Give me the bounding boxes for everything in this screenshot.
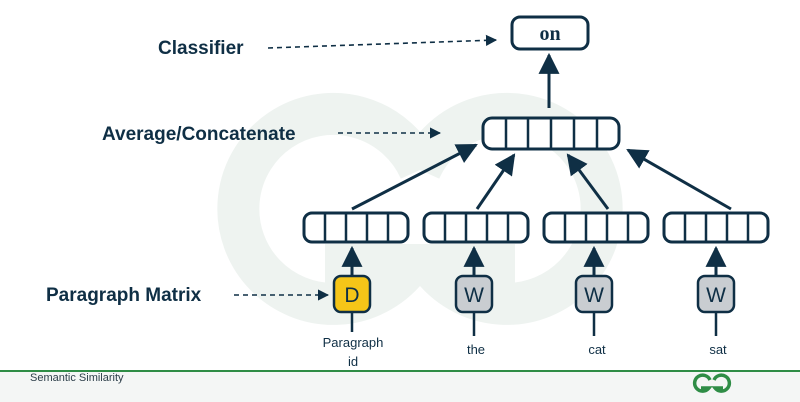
input-caption-sat: sat	[709, 342, 727, 357]
paragraph-vector	[302, 211, 410, 244]
footer-caption: Semantic Similarity	[30, 372, 124, 384]
input-caption-cat: cat	[588, 342, 606, 357]
input-caption-paragraph-line1: Paragraph	[323, 335, 384, 350]
output-word-text: on	[539, 23, 560, 45]
paragraph-matrix-label: Paragraph Matrix	[46, 285, 202, 306]
vector3-to-combined-arrow	[566, 153, 610, 210]
vector1-to-combined-arrow	[351, 143, 478, 211]
paragraph-token-letter: D	[344, 284, 359, 307]
average-concatenate-label: Average/Concatenate	[102, 124, 296, 145]
combined-vector	[481, 116, 621, 151]
word-vector-the	[422, 211, 530, 244]
output-word-box	[510, 15, 590, 51]
word-token-letter-the: W	[464, 284, 484, 307]
classifier-label: Classifier	[158, 38, 244, 59]
word-vector-sat	[662, 211, 770, 244]
word-token-letter-cat: W	[584, 284, 604, 307]
input-caption-the: the	[467, 342, 485, 357]
input-caption-paragraph-line2: id	[348, 354, 358, 369]
word-token-letter-sat: W	[706, 284, 726, 307]
word-vector-cat	[542, 211, 650, 244]
vector4-to-combined-arrow	[626, 148, 732, 211]
gfg-logo-icon	[692, 373, 732, 393]
classifier-dashed-arrow	[267, 34, 498, 49]
footer-bar	[0, 370, 800, 402]
vector2-to-combined-arrow	[475, 153, 516, 210]
